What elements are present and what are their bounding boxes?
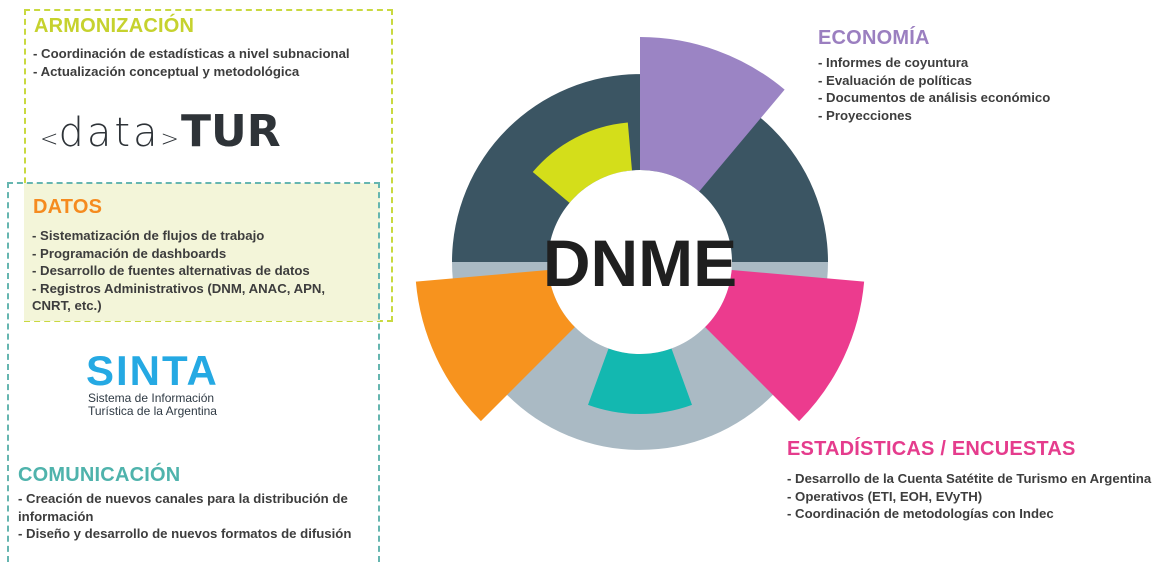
- armonizacion-frame: [24, 9, 393, 322]
- list-item: - Desarrollo de la Cuenta Satétite de Tu…: [787, 471, 1152, 486]
- wheel-wedge-estadisticas: [705, 270, 865, 422]
- datatur-word: data: [58, 110, 161, 156]
- armonizacion-title: ARMONIZACIÓN: [34, 15, 195, 37]
- list-item: - Informes de coyuntura: [818, 55, 969, 70]
- datos-list: - Sistematización de flujos de trabajo -…: [32, 227, 352, 315]
- sinta-subtitle-2: Turística de la Argentina: [88, 404, 217, 418]
- armonizacion-list: - Coordinación de estadísticas a nivel s…: [33, 45, 373, 80]
- sinta-subtitle-1: Sistema de Información: [88, 391, 215, 405]
- sinta-wordmark: SINTA: [86, 347, 219, 394]
- sinta-logo: SINTA Sistema de Información Turística d…: [86, 350, 268, 418]
- comunicacion-title: COMUNICACIÓN: [18, 464, 181, 486]
- wheel-segments: [415, 37, 865, 450]
- list-item: - Actualización conceptual y metodológic…: [33, 63, 300, 79]
- datatur-close-bracket: >: [160, 127, 179, 152]
- economia-title: ECONOMÍA: [818, 27, 930, 49]
- wheel-wedge-armonizacion: [532, 122, 632, 203]
- list-item: - Desarrollo de fuentes alternativas de …: [32, 263, 310, 278]
- wheel-wedge-economia: [640, 37, 785, 192]
- datatur-open-bracket: <: [40, 127, 59, 152]
- list-item: - Documentos de análisis económico: [818, 90, 1051, 105]
- comunicacion-frame: [7, 182, 380, 562]
- list-item: - Coordinación de metodologías con Indec: [787, 506, 1054, 521]
- comunicacion-list: - Creación de nuevos canales para la dis…: [18, 490, 374, 543]
- list-item: - Creación de nuevos canales para la dis…: [18, 491, 348, 524]
- list-item: - Evaluación de políticas: [818, 72, 972, 88]
- wheel-center-disc: [548, 170, 732, 354]
- dnme-wheel: DNME: [415, 37, 865, 450]
- datatur-logo: < data > TUR: [40, 106, 281, 157]
- list-item: - Proyecciones: [818, 107, 912, 123]
- wheel-wedge-datos: [415, 270, 575, 422]
- list-item: - Programación de dashboards: [32, 245, 227, 261]
- datos-highlight: [24, 183, 380, 321]
- list-item: - Operativos (ETI, EOH, EVyTH): [787, 488, 983, 504]
- estadisticas-title: ESTADÍSTICAS / ENCUESTAS: [787, 438, 1076, 460]
- wheel-wedge-comunicacion: [588, 348, 692, 414]
- list-item: - Registros Administrativos (DNM, ANAC, …: [32, 280, 326, 314]
- datos-title: DATOS: [33, 196, 103, 218]
- datatur-bold: TUR: [180, 106, 281, 157]
- wheel-center-label: DNME: [543, 226, 737, 300]
- economia-list: - Informes de coyuntura - Evaluación de …: [818, 54, 1118, 124]
- list-item: - Diseño y desarrollo de nuevos formatos…: [18, 526, 352, 541]
- list-item: - Coordinación de estadísticas a nivel s…: [33, 46, 350, 61]
- estadisticas-list: - Desarrollo de la Cuenta Satétite de Tu…: [787, 470, 1162, 523]
- list-item: - Sistematización de flujos de trabajo: [32, 228, 265, 243]
